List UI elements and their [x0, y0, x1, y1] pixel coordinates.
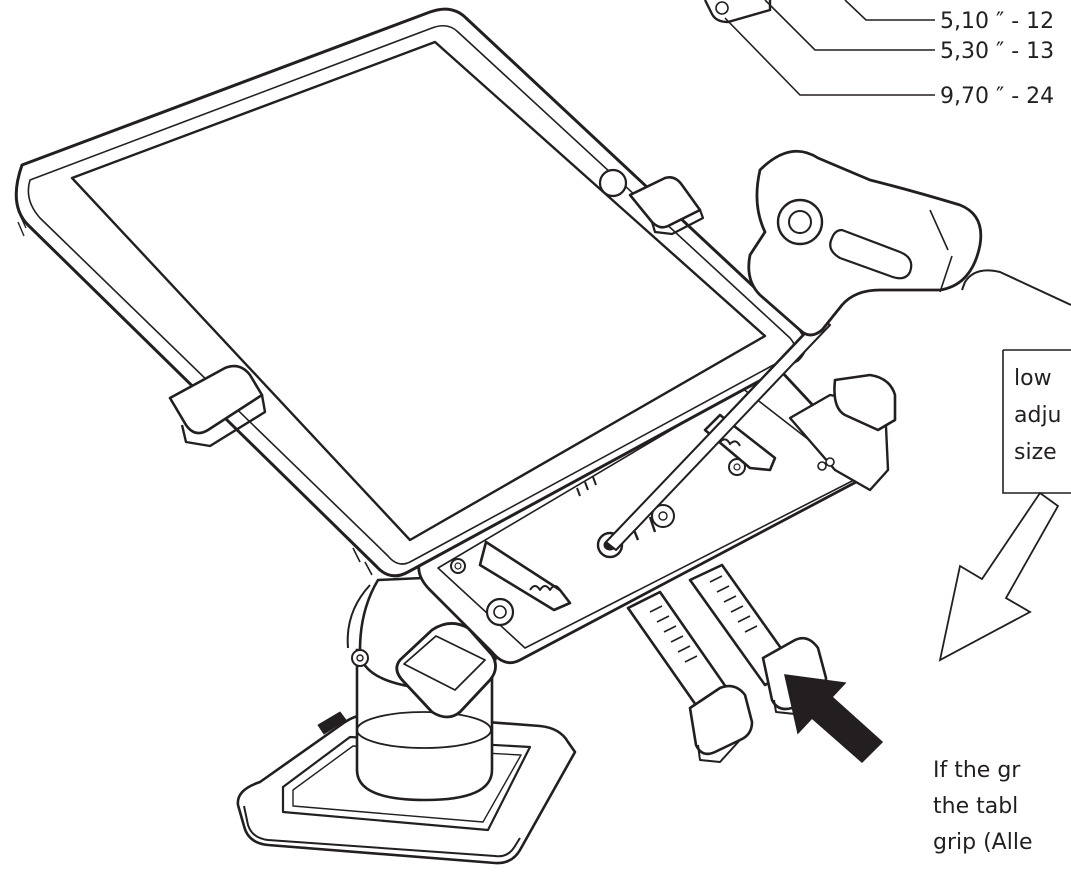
allen-key-tool [605, 149, 1071, 551]
footnote-line-2: the tabl [933, 794, 1018, 819]
push-arrow [784, 674, 884, 764]
dimension-label-3: 9,70 ″ - 24 [940, 84, 1054, 109]
tablet-clips [168, 176, 705, 448]
callout-arrow [938, 491, 1060, 662]
footnote-line-1: If the gr [933, 758, 1021, 783]
tablet [14, 7, 807, 578]
dimension-leaders [703, 0, 935, 96]
dimension-label-1: 5,10 ″ - 12 [940, 9, 1054, 34]
dimension-label-2: 5,30 ″ - 13 [940, 39, 1054, 64]
callout-line-1: low [1014, 366, 1052, 391]
grip-arms [626, 563, 828, 763]
footnote-line-3: grip (Alle [933, 830, 1032, 855]
right-grip [788, 373, 897, 492]
callout-line-2: adju [1014, 403, 1062, 428]
callout-line-3: size [1014, 440, 1057, 465]
callout-box [1002, 349, 1071, 494]
